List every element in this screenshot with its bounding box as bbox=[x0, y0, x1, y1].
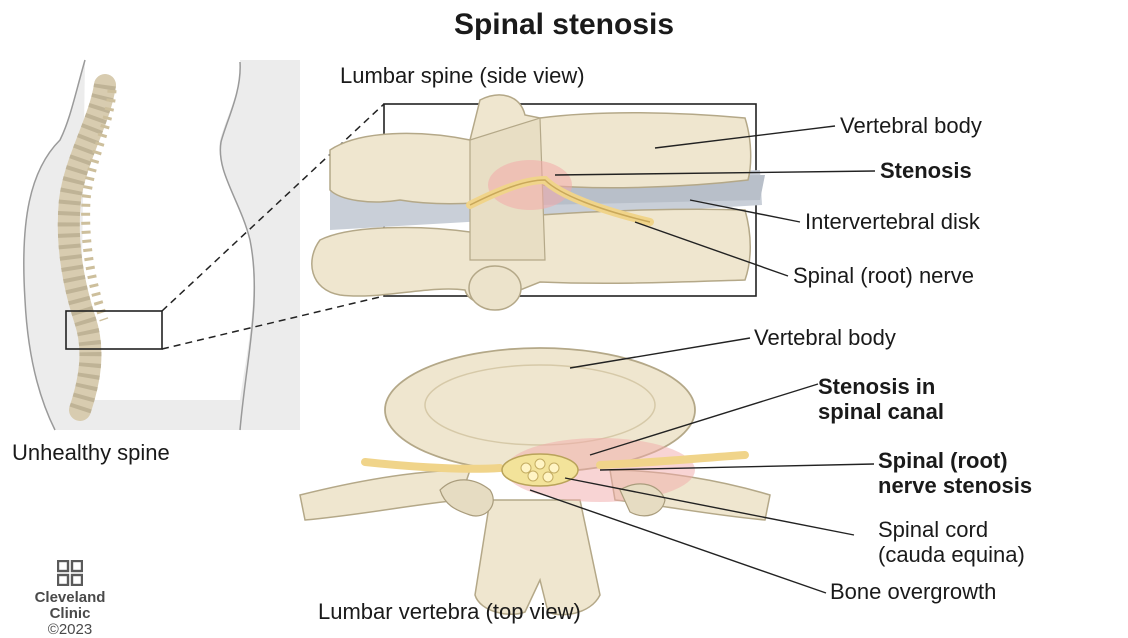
label-spinal-cord-line1: Spinal cord bbox=[878, 517, 1025, 542]
side-view-title: Lumbar spine (side view) bbox=[340, 64, 585, 88]
label-stenosis: Stenosis bbox=[880, 159, 972, 183]
logo-line2: Clinic bbox=[10, 606, 130, 622]
label-vertebral-body-top: Vertebral body bbox=[754, 326, 896, 350]
label-stenosis-spinal-canal-line2: spinal canal bbox=[818, 399, 944, 424]
label-nerve-stenosis-line1: Spinal (root) bbox=[878, 448, 1032, 473]
label-vertebral-body-side: Vertebral body bbox=[840, 114, 982, 138]
logo-line1: Cleveland bbox=[10, 590, 130, 606]
cleveland-clinic-logo-icon bbox=[57, 560, 83, 586]
side-view-vertebrae bbox=[312, 95, 765, 310]
top-view-title: Lumbar vertebra (top view) bbox=[318, 600, 581, 624]
top-view-vertebra bbox=[300, 348, 770, 615]
cleveland-clinic-logo: Cleveland Clinic ©2023 bbox=[10, 560, 130, 637]
label-nerve-stenosis-line2: nerve stenosis bbox=[878, 473, 1032, 498]
label-spinal-root-nerve: Spinal (root) nerve bbox=[793, 264, 974, 288]
diagram-title: Spinal stenosis bbox=[0, 8, 1128, 41]
label-stenosis-spinal-canal-line1: Stenosis in bbox=[818, 374, 944, 399]
label-nerve-stenosis: Spinal (root) nerve stenosis bbox=[878, 448, 1032, 499]
label-spinal-cord-line2: (cauda equina) bbox=[878, 542, 1025, 567]
label-spinal-cord: Spinal cord (cauda equina) bbox=[878, 517, 1025, 568]
logo-copyright: ©2023 bbox=[10, 622, 130, 638]
label-bone-overgrowth: Bone overgrowth bbox=[830, 580, 996, 604]
label-intervertebral-disk: Intervertebral disk bbox=[805, 210, 980, 234]
left-caption: Unhealthy spine bbox=[12, 441, 170, 465]
label-stenosis-spinal-canal: Stenosis in spinal canal bbox=[818, 374, 944, 425]
